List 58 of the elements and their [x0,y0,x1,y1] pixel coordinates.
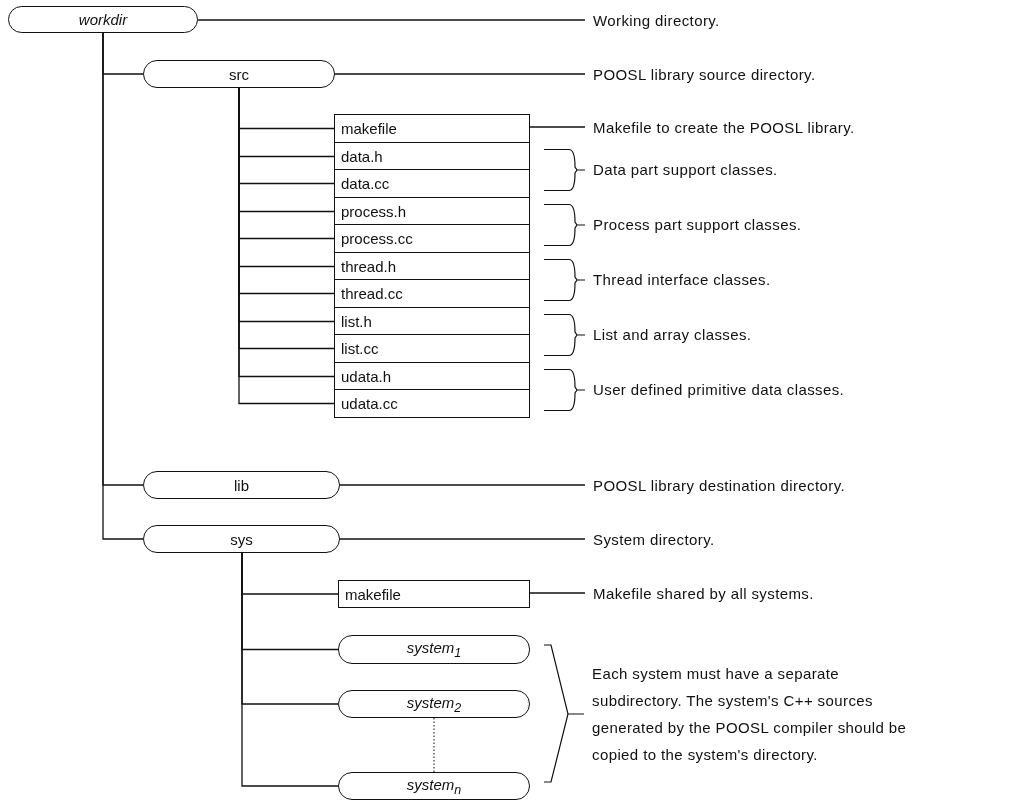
file-name: list.cc [341,340,379,357]
leader-line [339,538,586,540]
description-text: System directory. [593,529,715,549]
leader-line [529,126,586,128]
file-box [338,580,530,608]
file-name: makefile [345,585,401,603]
description-text: Makefile shared by all systems. [593,583,814,603]
directory-name: lib [234,476,249,494]
file-name: process.cc [341,230,413,247]
description-text: Process part support classes. [593,215,802,235]
file-box [334,252,530,281]
directory-name: system$_{1}$ [406,639,462,660]
file-box [334,307,530,336]
description-text: Thread interface classes. [593,270,771,290]
leader-line [339,484,586,486]
description-text: Working directory. [593,10,720,30]
leader-line [334,73,586,75]
file-box [334,169,530,198]
file-name: makefile [341,120,397,137]
directory-name: system$_{2}$ [406,693,462,715]
description-text: POOSL library source directory. [593,64,816,84]
file-name: thread.cc [341,285,403,302]
directory-pill [338,635,530,664]
directory-pill [338,690,530,718]
file-name: list.h [341,313,372,330]
description-text: User defined primitive data classes. [593,380,845,400]
tree-connector [241,552,339,787]
file-name: data.h [341,148,383,165]
directory-pill [143,60,335,88]
directory-name: system$_{n}$ [406,775,462,797]
file-box [334,142,530,171]
file-box [334,279,530,308]
directory-pill [338,772,530,800]
directory-pill [143,525,340,553]
directory-name: workdir [78,11,128,28]
description-text: Data part support classes. [593,160,778,180]
leader-line [197,19,586,21]
note-text: Each system must have a separate subdirectory. The system's C++ sources generated by the POOSL compiler should be copied to the system's directory. [592,664,908,765]
file-name: udata.h [341,368,392,385]
description-text: Makefile to create the POOSL library. [593,117,855,137]
file-box [334,197,530,226]
directory-name: sys [230,530,253,548]
file-box [334,224,530,253]
file-name: process.h [341,203,407,220]
file-name: data.cc [341,175,390,192]
file-box [334,114,530,143]
directory-pill [8,6,198,33]
directory-name: src [229,65,249,83]
file-box [334,334,530,363]
file-box [334,389,530,418]
file-name: thread.h [341,258,397,275]
file-box [334,362,530,391]
description-text: List and array classes. [593,325,752,345]
dotted-line [433,717,435,773]
directory-pill [143,471,340,499]
description-text: POOSL library destination directory. [593,475,845,495]
leader-line [529,592,586,594]
file-name: udata.cc [341,395,398,412]
